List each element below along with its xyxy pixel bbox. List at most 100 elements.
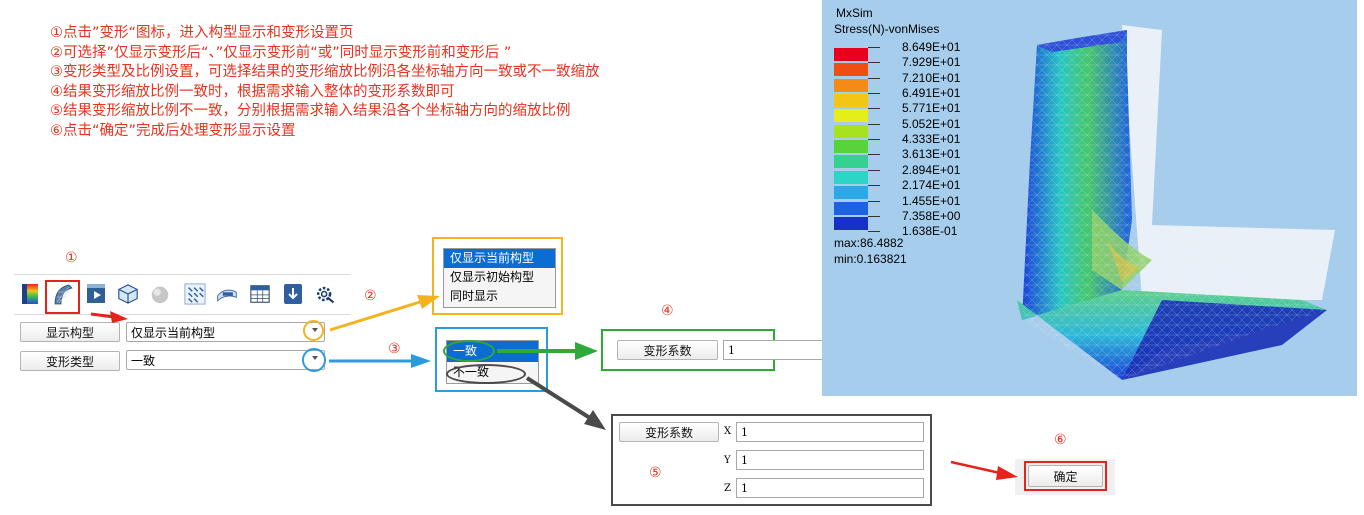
legend-swatch [834,140,868,154]
legend-swatch [834,170,868,184]
deform-type-value: 一致 [131,353,156,368]
legend-tick [868,169,880,171]
display-dropdown-highlight [303,320,324,341]
toolbar-top-border [14,274,351,275]
legend-value: 7.929E+01 [902,55,961,70]
animation-icon[interactable] [85,281,107,307]
legend-tick [868,139,880,141]
sphere-icon[interactable] [149,281,171,307]
display-options-highlight [432,237,563,315]
confirm-button[interactable]: 确定 [1028,465,1103,487]
legend-tick [868,200,880,202]
nonuniform-option-highlight [446,364,526,384]
uniform-coefficient-button[interactable]: 变形系数 [617,340,718,360]
z-scale-input[interactable]: 1 [736,478,924,498]
uniform-option-highlight [443,340,495,362]
mesh-overlay [1022,30,1327,380]
section-icon[interactable] [216,281,238,307]
x-scale-input[interactable]: 1 [736,422,924,442]
display-options-list: 仅显示当前构型 仅显示初始构型 同时显示 [443,248,556,308]
deform-icon[interactable] [51,281,73,307]
legend-value: 1.455E+01 [902,193,961,208]
legend-swatch [834,94,868,108]
deform-icon-highlight [45,280,80,314]
legend-swatch [834,186,868,200]
legend-value: 2.174E+01 [902,178,961,193]
legend-tick [868,47,880,48]
legend-value: 6.491E+01 [902,86,961,101]
display-config-value: 仅显示当前构型 [131,325,216,340]
legend-value: 1.638E-01 [902,224,958,239]
uniform-coefficient-input[interactable]: 1 [723,340,822,360]
instruction-1: ①点击”变形“图标，进入构型显示和变形设置页 [50,25,354,41]
orange-arrow [329,300,421,332]
legend-quantity: Stress(N)-vonMises [834,22,940,36]
legend-swatch [834,201,868,215]
export-icon[interactable] [282,281,304,307]
vector-icon[interactable] [184,281,206,307]
display-option-initial[interactable]: 仅显示初始构型 [450,270,535,284]
legend-value: 2.894E+01 [902,162,961,177]
min-value: min:0.163821 [834,252,907,266]
type-options-highlight [435,327,548,392]
table-icon[interactable] [249,281,271,307]
legend-value: 7.210E+01 [902,70,961,85]
dark-arrow [525,376,592,420]
instruction-6: ⑥点击“确定”完成后处理变形显示设置 [50,122,296,139]
step-1-marker: ① [65,250,78,266]
instruction-2: ②可选择”仅显示变形后“、”仅显示变形前“或”同时显示变形前和变形后 ” [50,44,512,61]
display-option-both[interactable]: 同时显示 [450,289,499,303]
max-value: max:86.4882 [834,236,904,250]
legend-tick [868,93,880,95]
display-config-button[interactable]: 显示构型 [20,322,120,342]
stress-model [1017,25,1335,380]
deform-type-select[interactable]: 一致 [126,350,325,370]
step-4-marker: ④ [661,303,674,319]
legend-swatch [834,109,868,123]
legend-tick [868,108,880,110]
legend-tick [868,231,880,233]
instruction-4: ④结果变形缩放比例一致时，根据需求输入整体的变形系数即可 [50,83,455,100]
instruction-3: ③变形类型及比例设置，可选择结果的变形缩放比例沿各坐标轴方向一致或不一致缩放 [50,64,600,81]
instruction-5: ⑤结果变形缩放比例不一致，分别根据需求输入结果沿各个坐标轴方向的缩放比例 [50,103,571,120]
nonuniform-panel-highlight [611,414,932,506]
legend-swatch [834,124,868,138]
cube-view-icon[interactable] [117,281,139,307]
legend-swatch [834,155,868,169]
step-3-marker: ③ [388,341,401,357]
legend-value: 8.649E+01 [902,40,961,54]
contour-icon[interactable] [19,281,41,307]
nonuniform-coefficient-button[interactable]: 变形系数 [619,422,719,442]
x-axis-label: X [724,426,732,437]
legend-tick [868,123,880,125]
legend-value: 7.358E+00 [902,208,961,223]
z-axis-label: Z [724,483,731,494]
legend-swatch [834,78,868,92]
y-axis-label: Y [724,455,731,466]
legend-tick [868,185,880,187]
legend-tick [868,154,880,156]
legend-tick [868,62,880,64]
step-5-marker: ⑤ [649,465,662,481]
app-name: MxSim [836,6,873,20]
undeformed-shape [1122,25,1335,300]
display-option-current[interactable]: 仅显示当前构型 [444,249,555,268]
y-scale-input[interactable]: 1 [736,450,924,470]
red-arrow-2 [950,460,1001,475]
legend-value: 5.052E+01 [902,116,961,131]
type-dropdown-highlight [302,348,326,372]
orange-arrow-head [417,295,440,309]
dark-arrow-head [584,410,606,430]
deform-type-button[interactable]: 变形类型 [20,351,120,371]
settings-icon[interactable] [314,281,336,307]
legend-swatch [834,216,868,230]
confirm-highlight [1024,461,1107,491]
legend-value: 5.771E+01 [902,101,961,116]
step-2-marker: ② [364,288,377,304]
legend-swatch [834,63,868,77]
blue-arrow-head [411,354,431,368]
legend-value: 3.613E+01 [902,147,961,162]
instructions: ①点击”变形“图标，进入构型显示和变形设置页 ②可选择”仅显示变形后“、”仅显示… [50,24,600,142]
